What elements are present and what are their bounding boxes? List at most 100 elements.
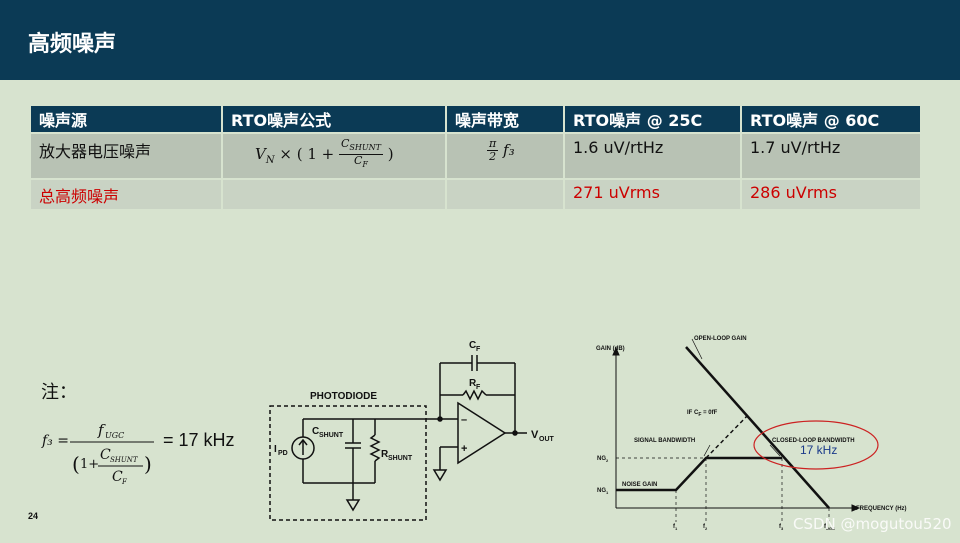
f1-text: f (673, 524, 676, 530)
formula-vn: V (255, 144, 266, 163)
cshunt-sub: SHUNT (110, 456, 139, 464)
noise-table: 噪声源 RTO噪声公式 噪声带宽 RTO噪声 @ 25C RTO噪声 @ 60C… (29, 104, 922, 211)
noise-gain-label: NOISE GAIN (622, 482, 657, 488)
noise-gain-curve (616, 456, 782, 492)
f3-text: f (779, 524, 782, 530)
ng1-sub: 1 (606, 490, 609, 495)
page-number: 24 (28, 511, 39, 521)
closed-loop-value: 17 kHz (800, 443, 837, 457)
plus-sign: + (461, 443, 467, 455)
f3-result: = 17 kHz (163, 430, 235, 450)
junction-dot (437, 416, 443, 422)
x-axis-arrow (851, 504, 861, 512)
cf-label-sub: F (476, 346, 481, 353)
y-axis-arrow (612, 346, 620, 356)
bandwidth-pi: π (487, 137, 499, 151)
formula-den-sub: F (362, 160, 368, 170)
photodiode-box (269, 405, 427, 521)
f1-sub: 1 (675, 526, 678, 531)
cell-source: 放大器电压噪声 (29, 132, 223, 180)
cell-formula: VN × ( 1 + CSHUNT CF ) (221, 132, 447, 180)
f2-sub: 2 (705, 526, 708, 531)
ipd-label-sub: PD (278, 450, 288, 457)
ipd-label: I (274, 444, 277, 455)
ng2-sub: 2 (606, 458, 609, 463)
f3-sub: 3 (781, 526, 784, 531)
if-cf-sub: F (698, 412, 701, 418)
formula-den: C (353, 154, 363, 168)
formula-vn-sub: N (265, 154, 275, 166)
fugc-sub: UGC (105, 431, 124, 440)
open-loop-pointer (691, 338, 703, 360)
photodiode-label: PHOTODIODE (310, 391, 377, 402)
cf-zero-line (705, 412, 751, 459)
vout-label: V (531, 429, 539, 441)
ng2-label: NG2 (597, 456, 609, 463)
open-loop-label: OPEN-LOOP GAIN (694, 336, 747, 342)
rf-resistor (462, 389, 487, 401)
f2-text: f (703, 524, 706, 530)
f1-label: f1 (673, 524, 678, 531)
photodiode-circuit: PHOTODIODE C F R F C SHUNT R SHUNT I PD … (269, 340, 555, 521)
note-label: 注： (41, 382, 77, 403)
cf-sub: F (121, 478, 128, 486)
paren-open: ( (72, 452, 80, 476)
header-source: 噪声源 (29, 104, 223, 134)
y-axis-label: GAIN (dB) (596, 346, 625, 352)
closed-loop-label: CLOSED-LOOP BANDWIDTH (772, 438, 855, 444)
opamp-icon (457, 401, 507, 465)
ng2-text: NG (597, 456, 606, 462)
bandwidth-var: f₃ (503, 140, 515, 159)
cshunt-label: C (312, 426, 319, 437)
highlight-ellipse (753, 420, 879, 470)
formula-mult: × ( 1 + (279, 144, 335, 163)
rf-label-sub: F (476, 384, 481, 391)
bandwidth-den: 2 (489, 150, 497, 163)
cell-rto25: 1.6 uV/rtHz (563, 132, 742, 180)
formula-num: C (341, 137, 350, 150)
cf-label: C (469, 340, 476, 351)
cf: C (112, 469, 123, 485)
cshunt: C (100, 447, 111, 463)
rto-formula: VN × ( 1 + CSHUNT CF ) (255, 138, 394, 170)
bode-plot: GAIN (dB) FREQUENCY (Hz) OPEN-LOOP GAIN … (596, 336, 907, 531)
x-axis-label: FREQUENCY (Hz) (856, 506, 907, 512)
ground-icon (345, 499, 361, 512)
watermark: CSDN @mogutou520 (793, 515, 952, 533)
arrow-head (298, 438, 308, 446)
cell-rto60: 1.7 uV/rtHz (740, 132, 922, 180)
f3-lhs: f₃ = (41, 433, 69, 449)
table-row: 总高频噪声 271 uVrms 286 uVrms (29, 178, 922, 211)
if-cf-text: IF C (687, 410, 699, 416)
header-bandwidth: 噪声带宽 (445, 104, 565, 134)
vout-label-sub: OUT (539, 436, 555, 443)
one-plus: 1+ (80, 457, 99, 472)
cell-formula-empty (221, 178, 447, 211)
cshunt-label-sub: SHUNT (319, 432, 344, 439)
header-rto60: RTO噪声 @ 60C (740, 104, 922, 134)
f3-formula: f₃ = f UGC ( 1+ C SHUNT C F ) (41, 421, 154, 486)
cell-bandwidth-empty (445, 178, 565, 211)
fugc-label: fUGC (824, 524, 835, 531)
rshunt-label-sub: SHUNT (388, 455, 413, 462)
f2-label: f2 (703, 524, 708, 531)
header-rto25: RTO噪声 @ 25C (563, 104, 742, 134)
formula-num-sub: SHUNT (349, 143, 381, 153)
open-loop-gain-line (685, 346, 830, 509)
table-header-row: 噪声源 RTO噪声公式 噪声带宽 RTO噪声 @ 25C RTO噪声 @ 60C (29, 104, 922, 134)
formula-close: ) (387, 144, 394, 163)
formula-fraction: CSHUNT CF (339, 138, 383, 171)
if-cf-label: IF CF = 0fF (687, 410, 718, 418)
rf-label: R (469, 378, 477, 389)
ng1-text: NG (597, 488, 606, 494)
fugc: f (97, 421, 106, 439)
closed-loop-pointer (769, 444, 781, 457)
cell-source: 总高频噪声 (29, 178, 223, 211)
cell-rto25: 271 uVrms (563, 178, 742, 211)
signal-bw-label: SIGNAL BANDWIDTH (634, 438, 695, 444)
signal-bw-pointer (703, 444, 711, 457)
rshunt-label: R (381, 449, 389, 460)
